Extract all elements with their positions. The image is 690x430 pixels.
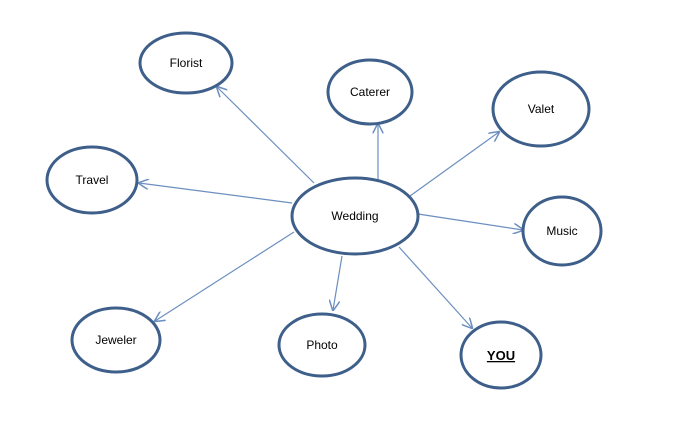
node-label-jeweler: Jeweler <box>95 333 136 347</box>
edge-wedding-you <box>398 246 472 328</box>
node-label-music: Music <box>546 224 577 238</box>
node-label-photo: Photo <box>306 338 338 352</box>
node-caterer: Caterer <box>326 58 414 126</box>
node-label-travel: Travel <box>76 173 109 187</box>
node-label-florist: Florist <box>170 56 203 70</box>
node-photo: Photo <box>277 312 367 378</box>
edge-wedding-valet <box>409 132 499 197</box>
node-you: YOU <box>459 320 543 390</box>
node-label-wedding: Wedding <box>331 209 378 223</box>
edge-wedding-travel <box>139 183 293 204</box>
edges <box>139 87 523 328</box>
node-music: Music <box>521 195 603 267</box>
edge-wedding-florist <box>217 87 315 184</box>
node-jeweler: Jeweler <box>70 306 162 374</box>
node-travel: Travel <box>45 145 139 215</box>
edge-wedding-jeweler <box>155 231 295 321</box>
node-label-caterer: Caterer <box>350 85 390 99</box>
edge-wedding-photo <box>333 255 343 310</box>
node-label-valet: Valet <box>528 102 555 116</box>
node-wedding: Wedding <box>290 176 420 256</box>
node-label-you: YOU <box>487 348 515 363</box>
node-valet: Valet <box>491 70 591 148</box>
edge-wedding-music <box>417 213 523 230</box>
node-florist: Florist <box>138 31 234 95</box>
